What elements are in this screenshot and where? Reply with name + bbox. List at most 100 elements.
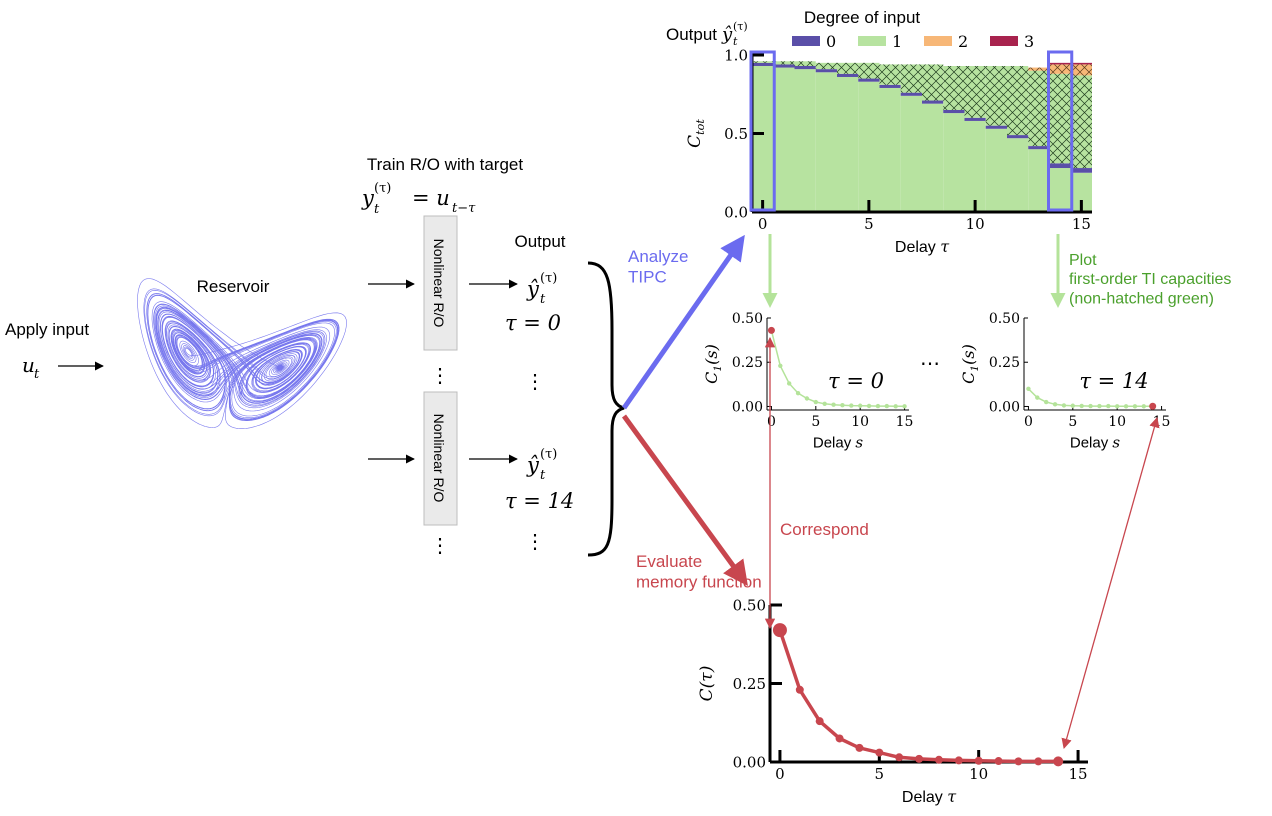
bar-degree2 (1070, 64, 1092, 76)
bar-degree1-first-order (815, 72, 837, 213)
readout-box-tau14: Nonlinear R/O (423, 391, 458, 526)
bar-degree0 (985, 125, 1007, 129)
y-tick-label: 0.25 (732, 355, 763, 371)
memory-point (915, 754, 924, 763)
c1-point (786, 381, 792, 386)
vdots-output-2: ⋮ (525, 529, 545, 553)
bar-degree1-first-order (943, 113, 965, 212)
memory-point (815, 717, 824, 726)
svg-text:Nonlinear R/O: Nonlinear R/O (431, 239, 447, 328)
memory-line (778, 629, 1059, 764)
c1-point (1070, 403, 1076, 408)
analyze-arrow (621, 234, 745, 410)
svg-text:ŷ: ŷ (526, 277, 540, 301)
x-axis-label: Delay s (813, 434, 864, 452)
legend-label: 1 (892, 32, 902, 51)
svg-text:u: u (22, 353, 35, 377)
svg-text:(τ): (τ) (540, 447, 557, 462)
bar-degree2 (1028, 67, 1050, 71)
bar-degree1-hatched (922, 64, 944, 101)
memory-point (1053, 756, 1064, 767)
y-tick-label: 0.5 (724, 125, 748, 143)
svg-text:t−τ: t−τ (452, 201, 476, 216)
y-tick-label: 0.50 (733, 596, 766, 614)
output-brace (587, 261, 625, 557)
vdots-readout-2: ⋮ (430, 533, 450, 557)
memory-point (795, 685, 804, 694)
correspond-arrow-tau14 (1061, 416, 1160, 750)
x-axis-label: Delay τ (895, 237, 950, 256)
svg-text:t: t (540, 468, 546, 483)
input-symbol: u t (22, 353, 40, 382)
c1-point (875, 403, 881, 409)
c1-highlight-point (1149, 402, 1157, 410)
y-tick-label: 0.25 (989, 355, 1020, 371)
c1-point (795, 390, 801, 396)
x-tick-label: 0 (767, 414, 776, 430)
legend-swatch (924, 36, 952, 46)
svg-text:Output: Output (666, 25, 717, 44)
bar-degree0 (752, 62, 774, 66)
bar-degree1-first-order (922, 103, 944, 212)
tau14-label: τ = 14 (505, 489, 574, 513)
c1-point (840, 403, 845, 408)
x-tick-label: 0 (775, 765, 785, 783)
bar-degree1-hatched (794, 61, 816, 66)
bar-degree1-hatched (1070, 75, 1092, 169)
svg-text:ŷ: ŷ (526, 453, 540, 477)
bar-degree1-hatched (815, 62, 837, 70)
bar-degree1-first-order (964, 120, 986, 212)
bar-degree1-first-order (1049, 168, 1071, 212)
svg-text:Nonlinear R/O: Nonlinear R/O (431, 414, 447, 503)
x-tick-label: 10 (966, 215, 985, 233)
memory-point (1014, 757, 1023, 766)
correspond-label: Correspond (780, 520, 869, 539)
y-axis-label: C(τ) (697, 666, 717, 702)
bar-degree1-first-order (900, 95, 922, 212)
memory-point (954, 756, 963, 765)
memory-point (1034, 757, 1043, 766)
x-tick-label: 0 (758, 215, 768, 233)
bar-degree1-first-order (773, 67, 795, 212)
x-tick-label: 10 (1108, 414, 1126, 430)
tau0-label: τ = 0 (505, 311, 561, 335)
bar-degree3 (1049, 62, 1071, 65)
yhat-tau0: ŷ (τ) t (526, 271, 557, 307)
legend-label: 0 (826, 32, 836, 51)
bar-degree0 (773, 64, 795, 68)
x-tick-label: 5 (1068, 414, 1077, 430)
bar-degree1-first-order (858, 81, 880, 212)
bar-degree1-first-order (794, 69, 816, 212)
tau-annotation: τ = 0 (828, 369, 884, 393)
c1-point (1114, 404, 1120, 409)
evaluate-arrow (621, 414, 748, 587)
svg-text:(τ): (τ) (374, 181, 391, 196)
c1-point (831, 402, 836, 407)
c1-point (822, 401, 827, 407)
c1-point (884, 403, 890, 409)
memory-point (772, 623, 787, 638)
bar-degree0 (964, 117, 986, 121)
train-equation: y (τ) t = u t−τ (361, 181, 476, 217)
y-tick-label: 0.25 (733, 675, 766, 693)
bar-degree0 (900, 92, 922, 96)
memory-point (835, 734, 844, 743)
memory-point (895, 753, 904, 762)
memory-point (994, 757, 1003, 766)
legend-swatch (990, 36, 1018, 46)
bar-degree0 (1070, 168, 1092, 173)
legend-label: 2 (958, 32, 968, 51)
x-tick-label: 15 (1072, 215, 1091, 233)
tau-annotation: τ = 14 (1079, 369, 1148, 393)
attractor-trajectory (137, 278, 347, 429)
c1-point (1026, 386, 1031, 391)
legend-swatch (792, 36, 820, 46)
c1-point (1141, 404, 1147, 409)
c1-point (804, 396, 810, 401)
c1-point (1061, 403, 1067, 408)
bar-degree1-hatched (879, 64, 901, 85)
bar-degree3 (1070, 62, 1092, 65)
c1-highlight-point (767, 326, 775, 334)
y-tick-label: 0.50 (732, 311, 763, 327)
